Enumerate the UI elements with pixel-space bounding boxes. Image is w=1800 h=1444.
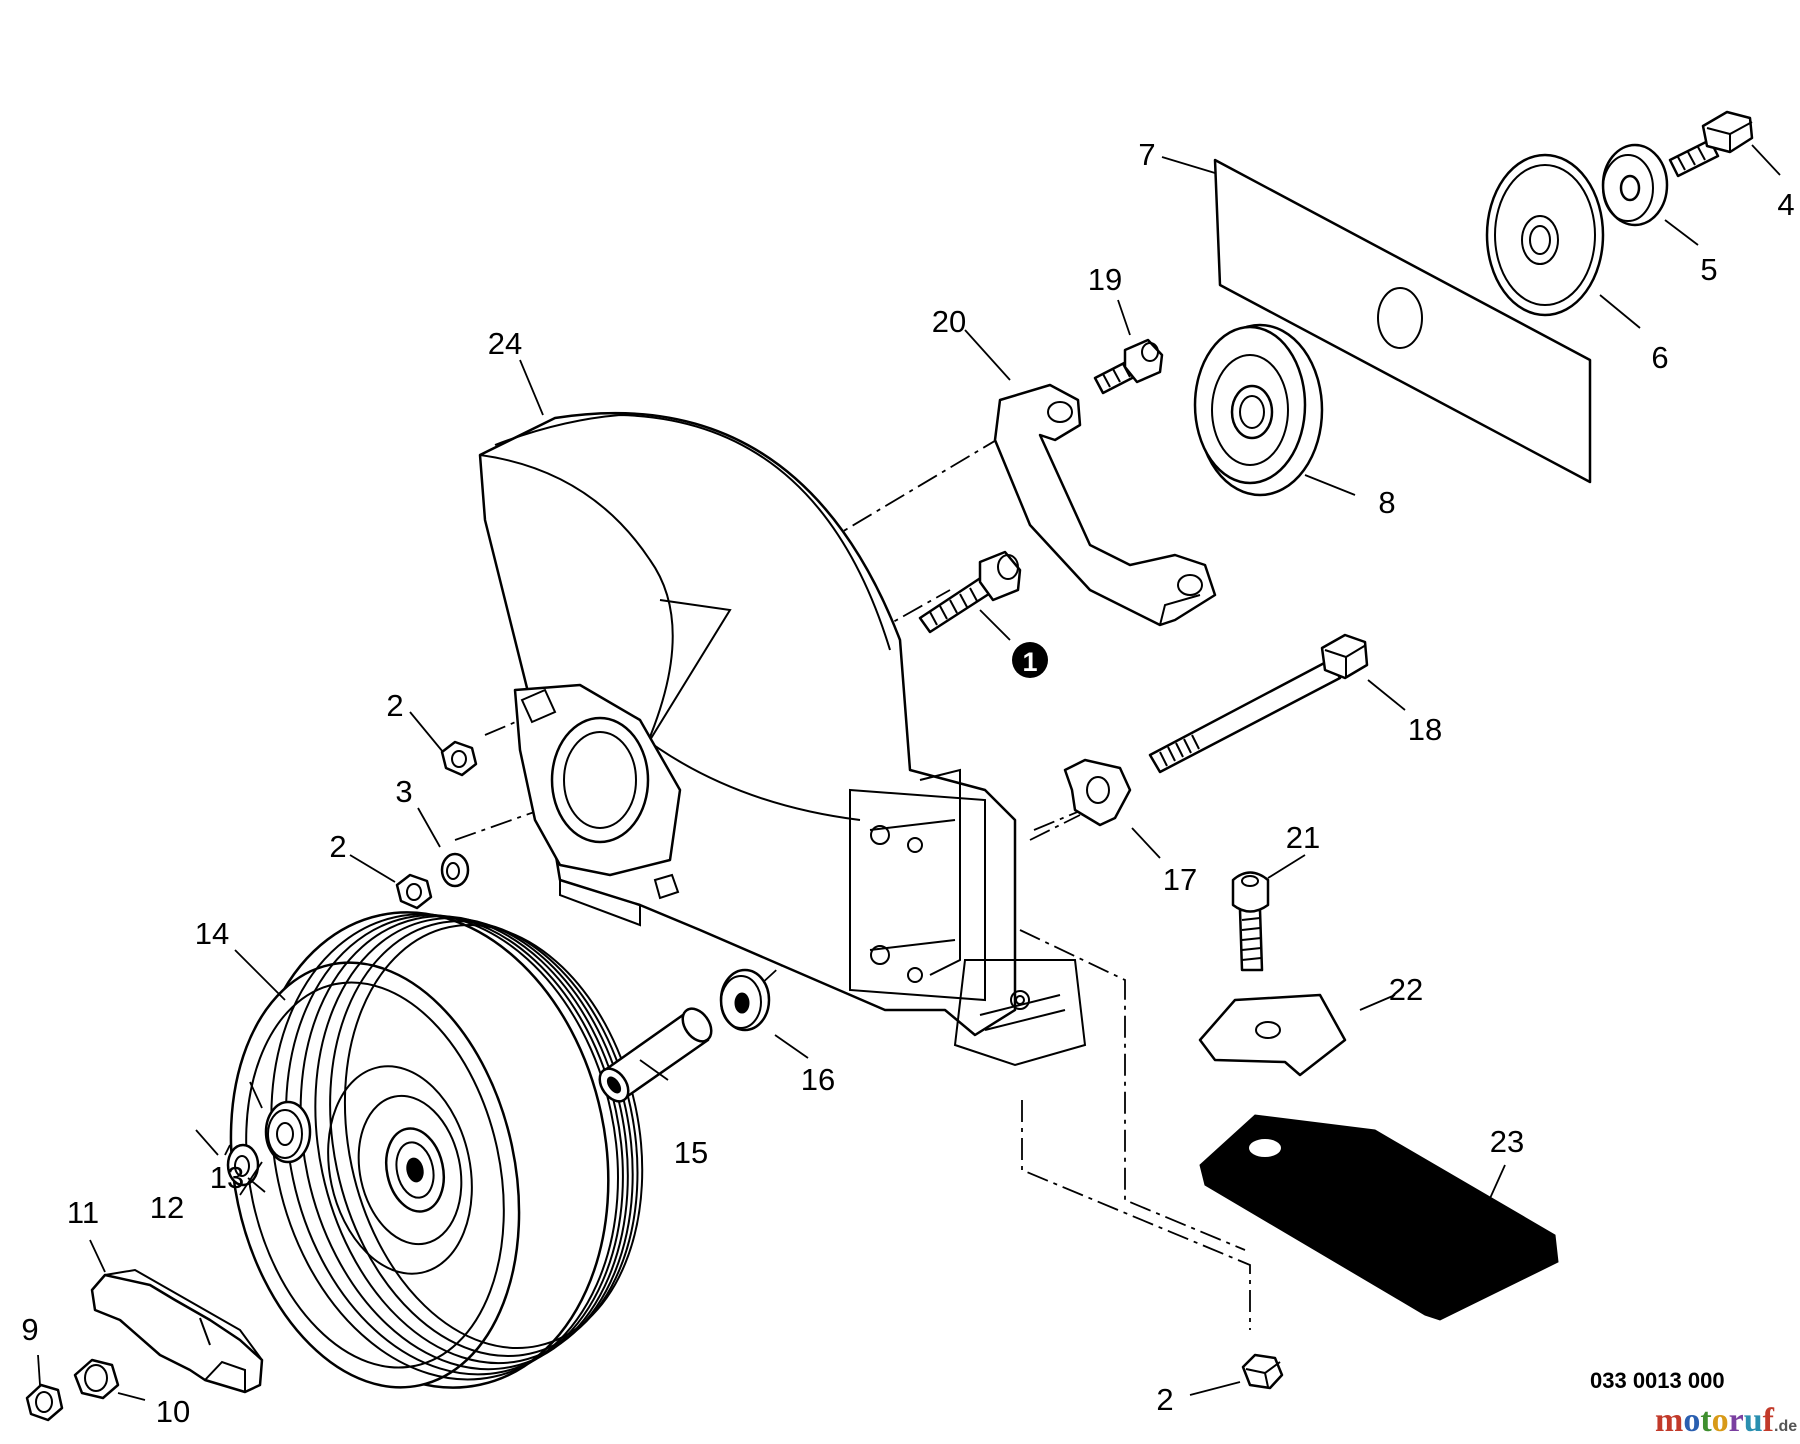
label-2-top: 2 [386, 688, 403, 723]
nut-9 [25, 1383, 64, 1422]
label-12: 12 [150, 1190, 184, 1225]
label-4: 4 [1777, 187, 1794, 222]
bracket [993, 383, 1217, 627]
flange-pulley [1193, 323, 1324, 497]
label-24: 24 [488, 326, 522, 361]
guard-housing [478, 411, 1087, 1067]
label-21: 21 [1286, 820, 1320, 855]
lock-washer-12 [226, 1143, 260, 1187]
clip-nut [1063, 758, 1132, 827]
label-1: 1 [1022, 647, 1037, 677]
label-22: 22 [1389, 972, 1423, 1007]
label-2-bottom: 2 [1156, 1382, 1173, 1417]
nut-2a [440, 740, 478, 777]
label-10: 10 [156, 1394, 190, 1429]
logo-tld: .de [1774, 1418, 1798, 1435]
black-plate [1199, 1114, 1559, 1321]
label-20: 20 [932, 304, 966, 339]
wing-nut [90, 1268, 264, 1394]
label-7: 7 [1138, 137, 1155, 172]
logo-letter: o [1711, 1402, 1729, 1439]
cap-screw [1231, 871, 1270, 972]
washer-large [1485, 153, 1605, 317]
bolt [1668, 110, 1754, 178]
label-11: 11 [67, 1195, 99, 1230]
bent-plate [1198, 993, 1347, 1077]
watermark-logo: motoruf.de [1655, 1402, 1797, 1440]
label-8: 8 [1378, 485, 1395, 520]
label-3: 3 [395, 774, 412, 809]
washer-16 [719, 968, 771, 1032]
long-bolt [1148, 633, 1369, 774]
label-23: 23 [1490, 1124, 1524, 1159]
label-18: 18 [1408, 712, 1442, 747]
logo-letter: r [1728, 1402, 1744, 1439]
logo-letter: u [1743, 1402, 1763, 1439]
logo-letter: o [1683, 1402, 1701, 1439]
part-labels: 7 4 5 6 8 19 20 24 18 17 21 22 23 2 3 2 … [21, 137, 1794, 1429]
label-15: 15 [674, 1135, 708, 1170]
nut-2c [1241, 1353, 1284, 1390]
nut-2b [395, 873, 433, 910]
label-6: 6 [1651, 340, 1668, 375]
logo-letter: f [1762, 1402, 1774, 1439]
label-17: 17 [1163, 862, 1197, 897]
callout-marker-1: 1 [1012, 642, 1048, 678]
spacer-tube [598, 1007, 713, 1103]
label-2-mid: 2 [329, 829, 346, 864]
label-16: 16 [801, 1062, 835, 1097]
screw [918, 550, 1022, 634]
screw-small [1093, 338, 1164, 395]
label-13: 13 [210, 1160, 244, 1195]
label-19: 19 [1088, 262, 1122, 297]
nut-10 [73, 1358, 120, 1400]
wheel [229, 911, 644, 1389]
leader-lines [37, 144, 1781, 1401]
logo-letter: m [1655, 1402, 1684, 1439]
washer-cup [1601, 143, 1669, 227]
washer-13 [264, 1100, 312, 1164]
logo-letter: t [1700, 1402, 1712, 1439]
washer-3 [440, 852, 470, 888]
label-5: 5 [1700, 252, 1717, 287]
blade-plate [1213, 158, 1592, 484]
label-14: 14 [195, 916, 229, 951]
label-9: 9 [21, 1312, 38, 1347]
drawing-code: 033 0013 000 [1590, 1368, 1725, 1393]
